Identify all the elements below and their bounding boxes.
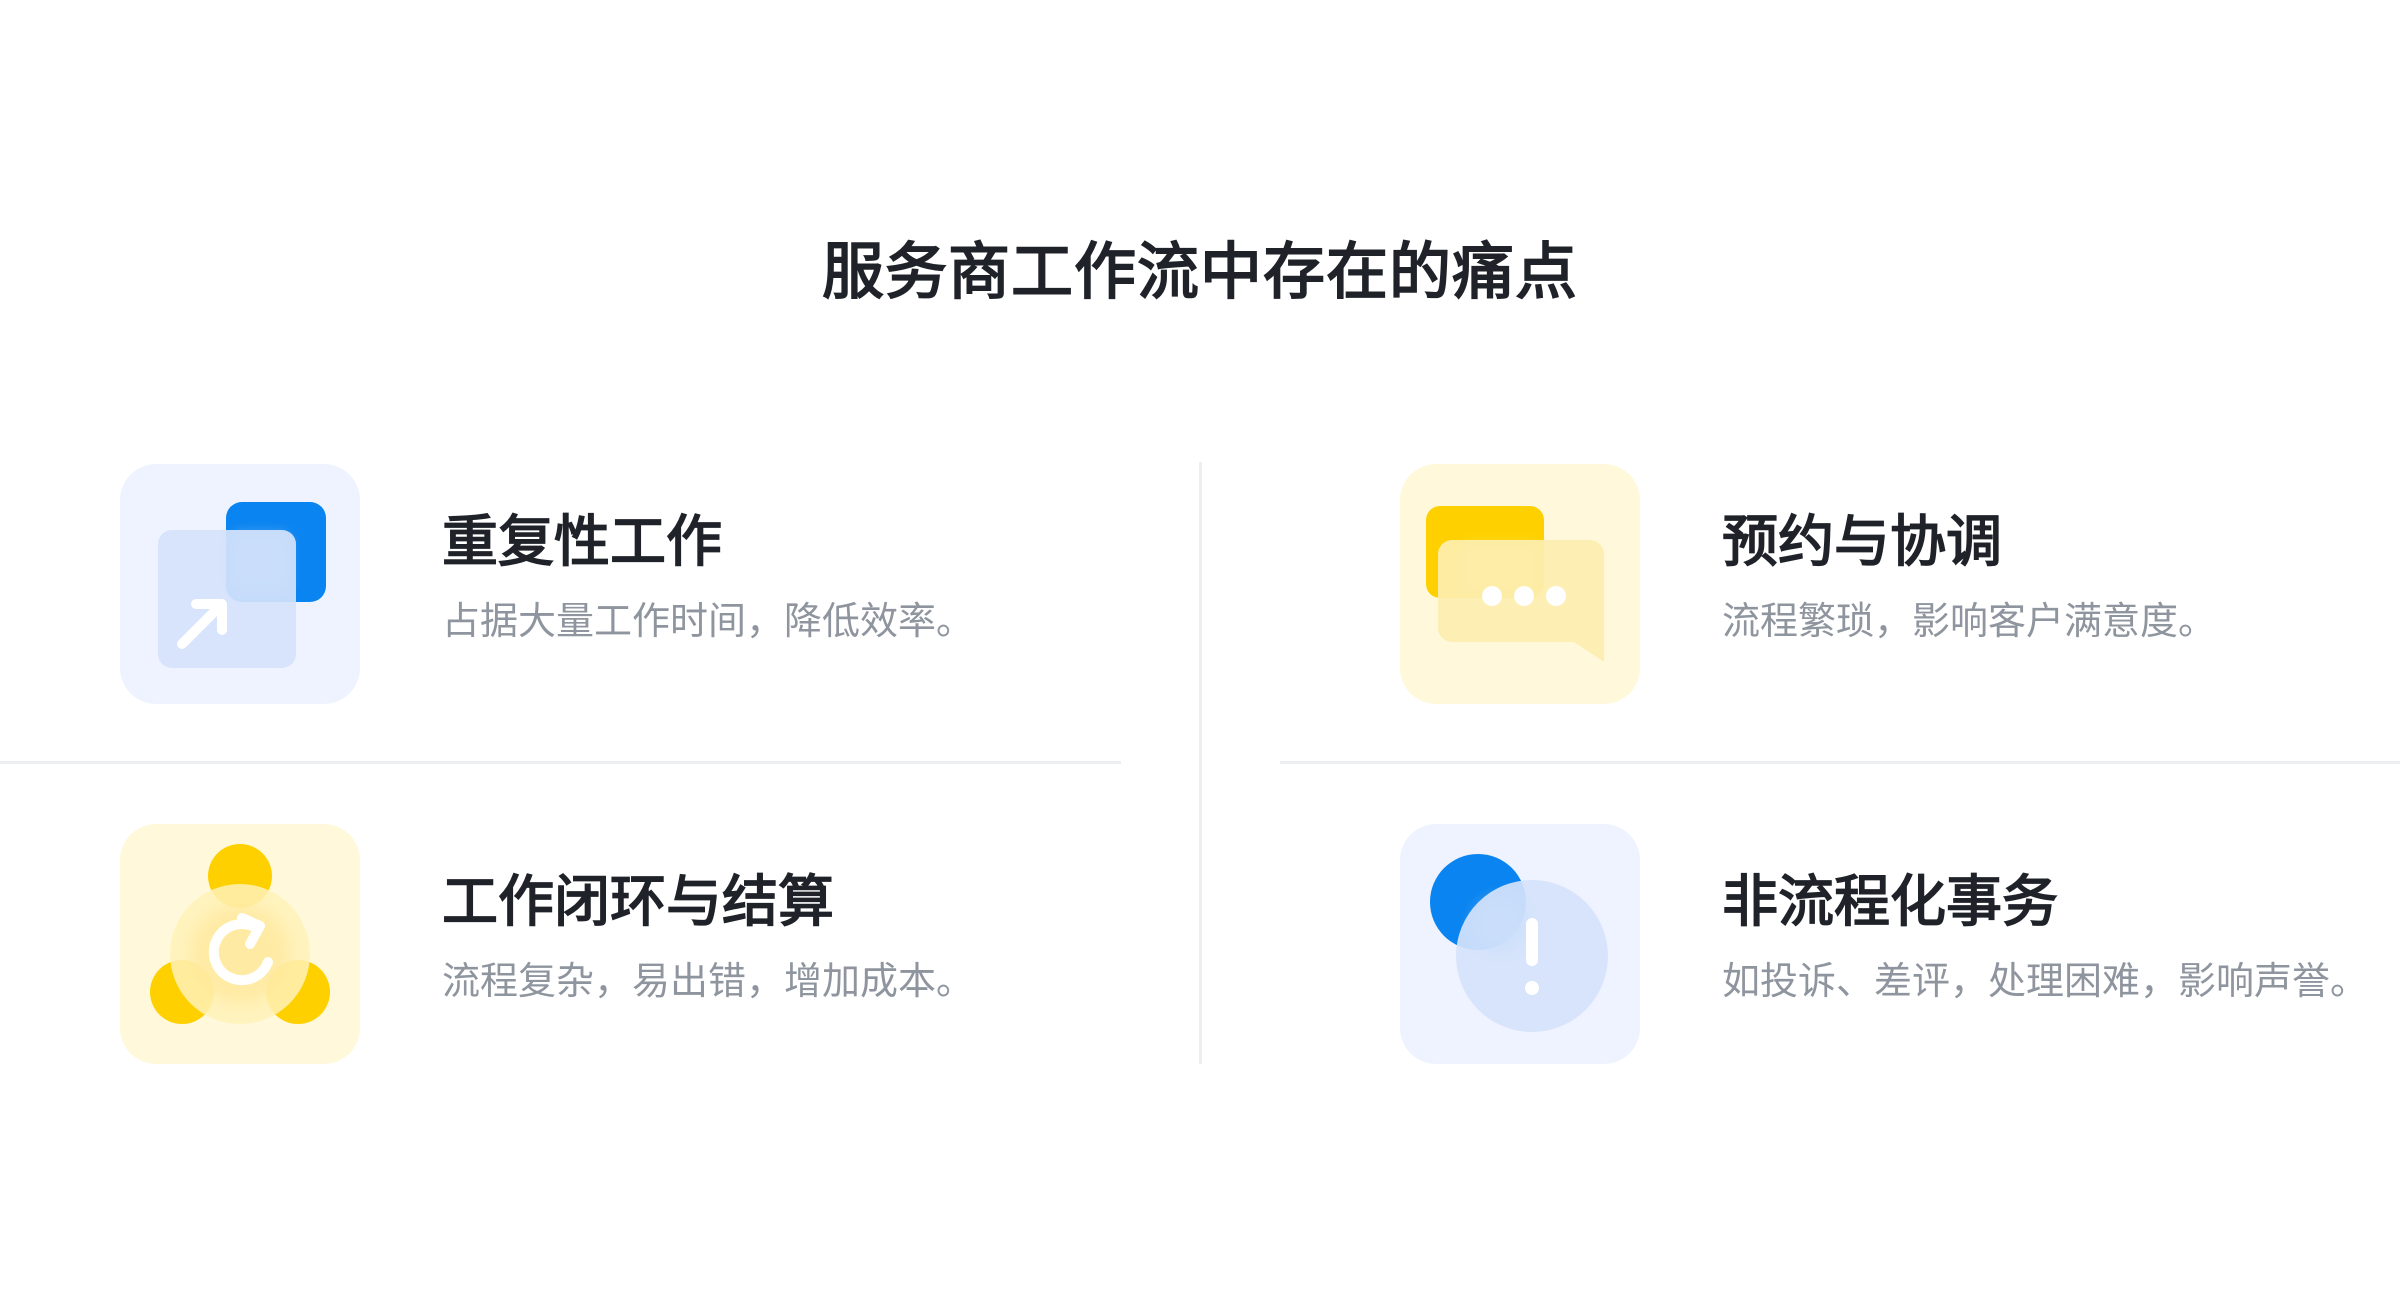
pain-point-card-non-process-affairs: 非流程化事务 如投诉、差评，处理困难，影响声誉。: [1400, 824, 2400, 1064]
alert-exclamation-icon: [1400, 824, 1640, 1064]
cycle-refresh-icon: [120, 824, 360, 1064]
card-title: 工作闭环与结算: [442, 870, 834, 935]
duplicate-arrow-icon: [120, 464, 360, 704]
card-title: 重复性工作: [442, 510, 722, 575]
card-title: 非流程化事务: [1722, 870, 2058, 935]
chat-bubbles-icon: [1400, 464, 1640, 704]
card-description: 如投诉、差评，处理困难，影响声誉。: [1722, 959, 2369, 1003]
section-title: 服务商工作流中存在的痛点: [821, 235, 1578, 308]
pain-point-card-repetitive-work: 重复性工作 占据大量工作时间，降低效率。: [120, 464, 1120, 704]
pain-point-card-closed-loop-settlement: 工作闭环与结算 流程复杂，易出错，增加成本。: [120, 824, 1120, 1064]
horizontal-divider-left: [0, 761, 1121, 764]
vertical-divider: [1199, 462, 1202, 1064]
horizontal-divider-right: [1280, 761, 2400, 764]
card-description: 占据大量工作时间，降低效率。: [442, 599, 975, 643]
card-description: 流程繁琐，影响客户满意度。: [1722, 599, 2217, 643]
card-description: 流程复杂，易出错，增加成本。: [442, 959, 975, 1003]
pain-point-card-appointment-coordination: 预约与协调 流程繁琐，影响客户满意度。: [1400, 464, 2400, 704]
card-title: 预约与协调: [1722, 510, 2002, 575]
